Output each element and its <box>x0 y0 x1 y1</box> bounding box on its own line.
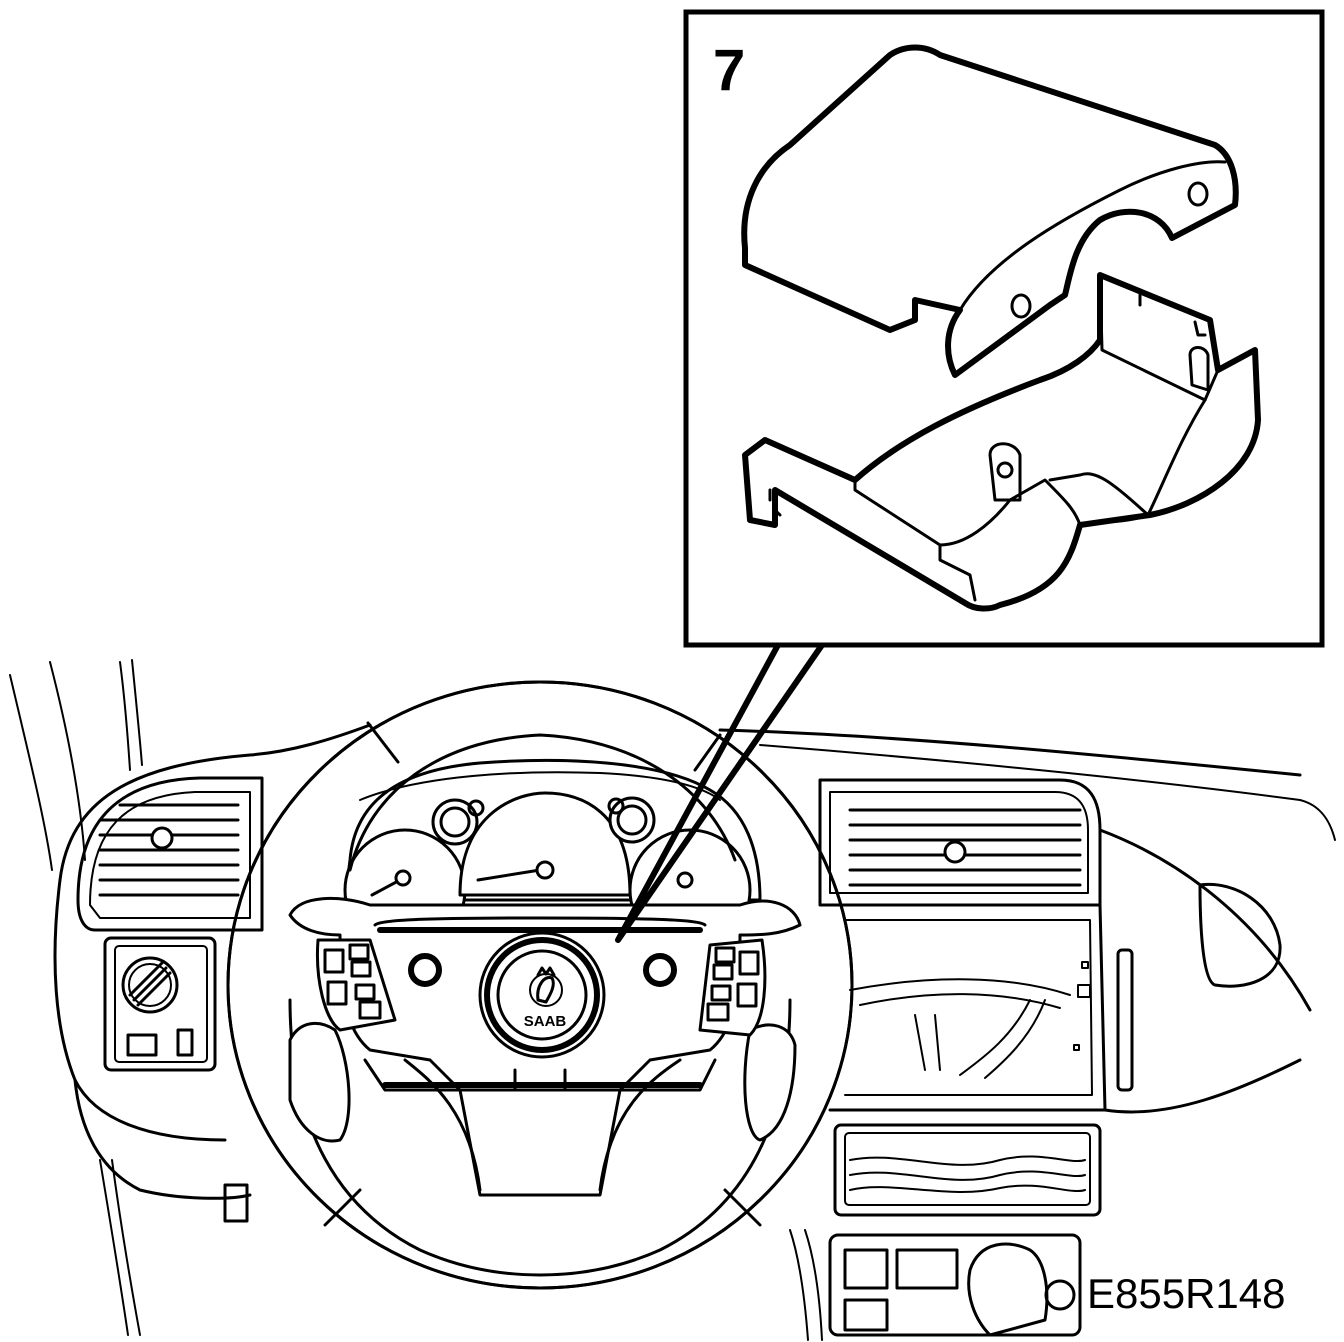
steering-button <box>714 946 736 964</box>
console-button <box>843 1298 889 1332</box>
steering-button <box>738 950 760 976</box>
right-side-vent <box>1198 882 1282 988</box>
hood-release <box>223 1183 249 1223</box>
steering-button <box>710 984 732 1002</box>
hub-screw <box>408 953 442 987</box>
left-vent-slats <box>98 803 240 897</box>
left-vent-knob <box>150 826 174 850</box>
step-number: 7 <box>713 38 745 103</box>
steering-button <box>706 1002 730 1022</box>
callout-leader <box>615 642 825 943</box>
right-vent-knob <box>943 840 967 864</box>
light-switch-button <box>126 1033 158 1057</box>
console-storage <box>833 1123 1102 1217</box>
steering-button <box>326 980 348 1006</box>
right-vent-slats <box>848 808 1082 887</box>
steering-button <box>348 943 370 961</box>
console-button <box>895 1248 959 1290</box>
steering-button <box>350 960 372 978</box>
logo-text: SAAB <box>524 1013 567 1030</box>
light-switch-panel <box>103 936 217 1072</box>
steering-button <box>354 983 376 1001</box>
lower-steering-column-cover <box>742 272 1261 612</box>
steering-button <box>712 963 734 981</box>
center-stack-slot <box>1116 948 1134 1092</box>
figure-code: E855R148 <box>1087 1270 1286 1317</box>
light-switch-button <box>176 1028 194 1057</box>
gear-lever <box>967 1242 1049 1337</box>
dashboard <box>9 659 1336 1341</box>
steering-button <box>323 948 345 974</box>
detail-inset: 7 <box>683 9 1325 648</box>
steering-wheel: SAAB <box>226 680 854 1290</box>
saab-logo: SAAB <box>524 966 567 1030</box>
steering-button <box>736 982 758 1008</box>
steering-button <box>358 1000 382 1020</box>
upper-steering-column-cover <box>741 44 1239 378</box>
light-switch-knob <box>121 956 179 1014</box>
console-button <box>843 1248 889 1290</box>
hub-screw <box>643 953 677 987</box>
